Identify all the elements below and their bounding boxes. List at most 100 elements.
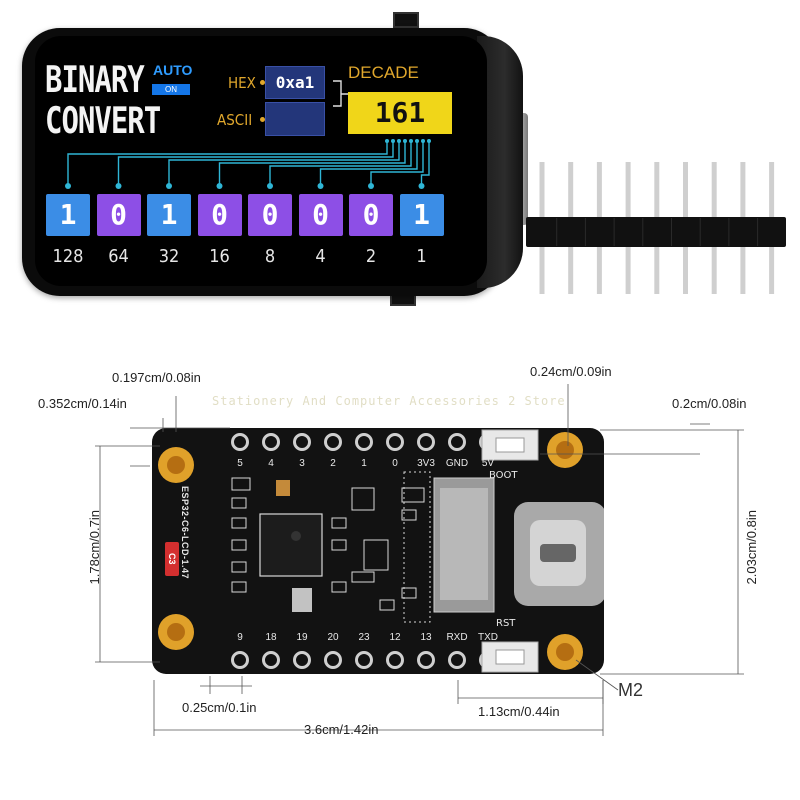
app-title-line2: CONVERT [45,99,161,142]
bit-wire-6 [370,141,424,186]
bit-weight-0: 128 [52,246,84,267]
bit-wire-2 [168,141,400,186]
top-pad-1 [262,433,280,451]
bit-weight-3: 16 [209,246,230,267]
bit-wire-dot-5 [317,183,324,189]
dim-hole-offset-x: 0.197cm/0.08in [112,370,201,385]
bit-wire-dot-3 [216,183,223,189]
bottom-pad-3 [324,651,342,669]
top-pin-label-7: GND [445,458,469,469]
bottom-pin-label-2: 19 [296,632,308,643]
bottom-pin-label-3: 20 [327,632,339,643]
hex-value-box: 0xa1 [265,66,325,99]
dim-board-width: 3.6cm/1.42in [304,722,379,737]
dim-hole-spacing-v: 1.78cm/0.7in [87,510,102,585]
top-pin-label-8: 5V [481,458,495,469]
top-pad-0 [231,433,249,451]
decade-value-box: 161 [348,92,452,134]
lcd-screen: BINARY CONVERT AUTO ON HEX 0xa1 ASCII DE… [35,36,487,286]
bit-wire-dot-6 [368,183,374,189]
bottom-pin-label-8: TXD [478,632,498,643]
board-name: ESP32-C6-LCD-1.47 [180,486,190,580]
bit-box-0: 1 [46,194,90,236]
bottom-pin-label-7: RXD [446,632,468,643]
bit-wire-4 [269,141,412,186]
bus-dot-4 [409,139,413,143]
decade-label: DECADE [348,63,419,82]
bottom-pad-7 [448,651,466,669]
mount-hole-label: M2 [618,680,644,700]
bottom-pin-label-4: 23 [358,632,370,643]
bit-wire-1 [117,141,394,186]
bottom-pin-label-5: 12 [389,632,401,643]
top-pin-label-2: 3 [299,458,305,469]
bottom-pad-0 [231,651,249,669]
lcd-module: BINARY CONVERT AUTO ON HEX 0xa1 ASCII DE… [22,12,528,306]
dim-hole-offset-y: 0.352cm/0.14in [38,396,127,411]
bus-dot-1 [391,139,395,143]
bit-wire-dot-0 [65,183,71,189]
bit-box-6: 0 [349,194,393,236]
bus-dot-3 [403,139,407,143]
app-title-line1: BINARY [45,58,145,101]
top-pin-label-5: 0 [392,458,398,469]
ascii-label: ASCII [217,111,253,129]
top-pin-label-1: 4 [268,458,274,469]
bit-wire-dot-1 [115,183,122,189]
bottom-pad-4 [355,651,373,669]
pcb-artwork [158,429,604,673]
bit-wire-dot-7 [418,183,425,189]
bit-weight-2: 32 [158,246,180,267]
bit-box-1: 0 [96,194,141,236]
bus-dot-5 [415,139,419,143]
bit-wire-5 [319,141,418,186]
bus-dot-6 [421,139,425,143]
mount-hole-icon [158,432,583,670]
bottom-pad-2 [293,651,311,669]
chip-badge: C3 [165,542,179,576]
bit-wire-0 [67,141,388,186]
rst-button-label: RST [496,618,516,629]
bottom-pin-label-6: 13 [420,632,432,643]
bottom-pad-5 [386,651,404,669]
bit-wire-dot-2 [166,183,172,189]
ascii-value-box [265,102,325,136]
top-pin-label-3: 2 [330,458,336,469]
bottom-pin-label-0: 9 [237,632,243,643]
bit-wire-7 [420,141,430,186]
bit-wire-3 [218,141,406,186]
top-pad-6 [417,433,435,451]
bottom-pin-label-1: 18 [265,632,277,643]
bit-weight-5: 4 [315,246,326,267]
hex-label: HEX [228,74,256,92]
bit-box-4: 0 [248,194,292,236]
dim-connector-offset: 0.24cm/0.09in [530,364,612,379]
auto-mode-badge: ON [152,84,190,95]
top-pad-7 [448,433,466,451]
top-pad-2 [293,433,311,451]
top-pad-3 [324,433,342,451]
bottom-pad-6 [417,651,435,669]
bit-weight-6: 2 [365,246,377,267]
top-pad-4 [355,433,373,451]
bit-weight-7: 1 [416,246,427,267]
hex-dot-icon [260,80,265,85]
bottom-pad-1 [262,651,280,669]
ascii-dot-icon [260,117,265,122]
bit-box-3: 0 [197,194,242,236]
bit-wiring [65,80,431,189]
bit-box-7: 1 [399,194,444,236]
dim-pin-pitch: 0.25cm/0.1in [182,700,257,715]
bit-weight-1: 64 [108,246,129,267]
bus-dot-0 [385,139,389,143]
bit-wire-dot-4 [267,183,273,189]
pin-header [526,162,786,294]
top-pin-label-0: 5 [237,458,243,469]
bus-dot-7 [427,139,431,143]
bit-box-5: 0 [298,194,343,236]
store-watermark: Stationery And Computer Accessories 2 St… [212,394,566,408]
side-button-top [393,12,419,28]
dim-right-hole-offset: 0.2cm/0.08in [672,396,747,411]
